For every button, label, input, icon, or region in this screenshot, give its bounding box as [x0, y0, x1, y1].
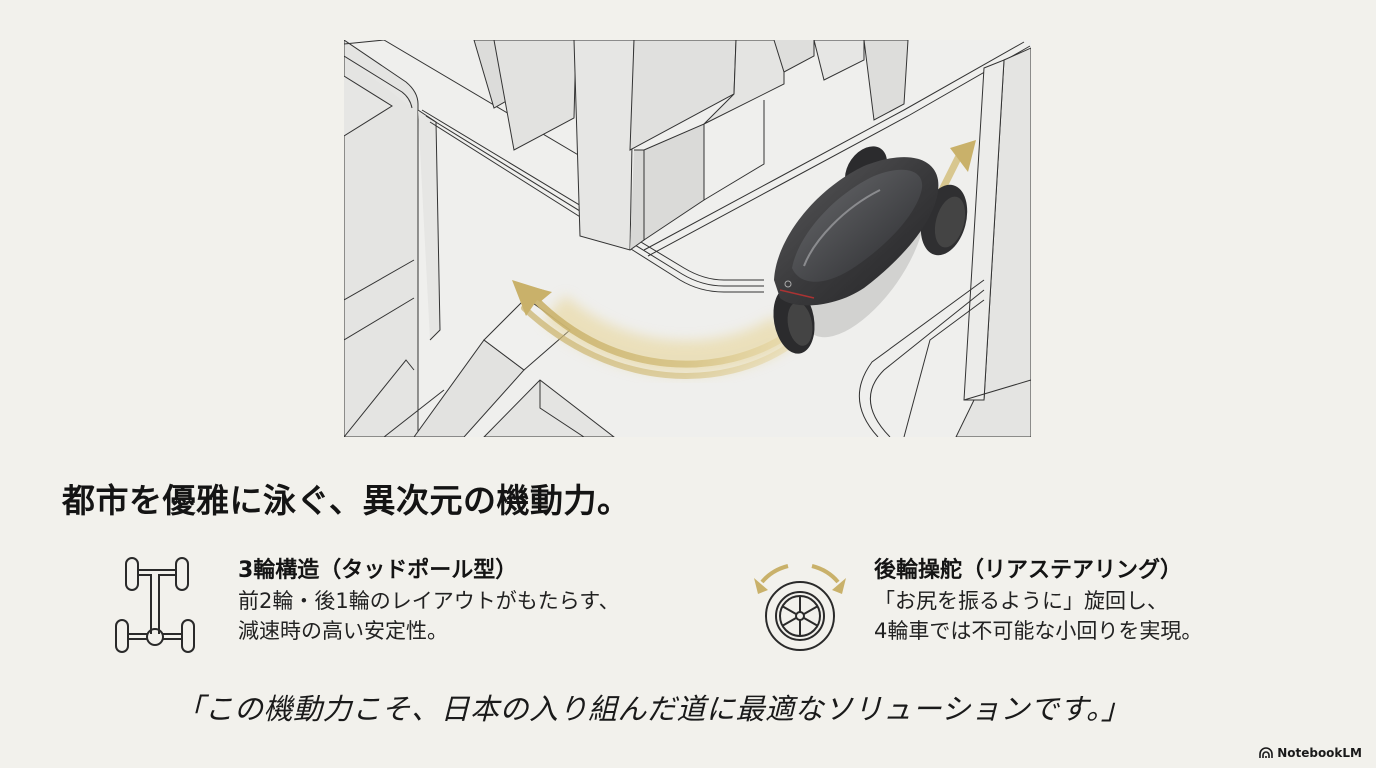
feature-text: 3輪構造（タッドポール型） 前2輪・後1輪のレイアウトがもたらす、 減速時の高い…	[238, 556, 620, 646]
chassis-3-wheel-icon	[114, 556, 196, 660]
feature-three-wheel: 3輪構造（タッドポール型） 前2輪・後1輪のレイアウトがもたらす、 減速時の高い…	[114, 556, 620, 660]
city-illustration	[344, 40, 1031, 437]
closing-quote: 「この機動力こそ、日本の入り組んだ道に最適なソリューションです。」	[175, 692, 1131, 726]
feature-title: 3輪構造（タッドポール型）	[238, 558, 518, 583]
feature-rear-steering: 後輪操舵（リアステアリング） 「お尻を振るように」旋回し、 4輪車では不可能な小…	[750, 556, 1202, 660]
feature-desc-line: 減速時の高い安定性。	[238, 619, 448, 643]
hero-illustration	[344, 40, 1031, 437]
notebooklm-logo-icon	[1259, 747, 1273, 758]
feature-desc-line: 「お尻を振るように」旋回し、	[874, 589, 1168, 613]
feature-title: 後輪操舵（リアステアリング）	[874, 558, 1183, 583]
feature-desc-line: 4輪車では不可能な小回りを実現。	[874, 619, 1203, 643]
slide-headline: 都市を優雅に泳ぐ、異次元の機動力。	[62, 481, 631, 520]
rear-steering-wheel-icon	[750, 556, 850, 660]
notebooklm-branding: NotebookLM	[1259, 746, 1362, 760]
feature-desc-line: 前2輪・後1輪のレイアウトがもたらす、	[238, 589, 620, 613]
feature-text: 後輪操舵（リアステアリング） 「お尻を振るように」旋回し、 4輪車では不可能な小…	[874, 556, 1202, 646]
brand-label: NotebookLM	[1277, 746, 1362, 760]
vehicle-illustration	[773, 146, 968, 354]
